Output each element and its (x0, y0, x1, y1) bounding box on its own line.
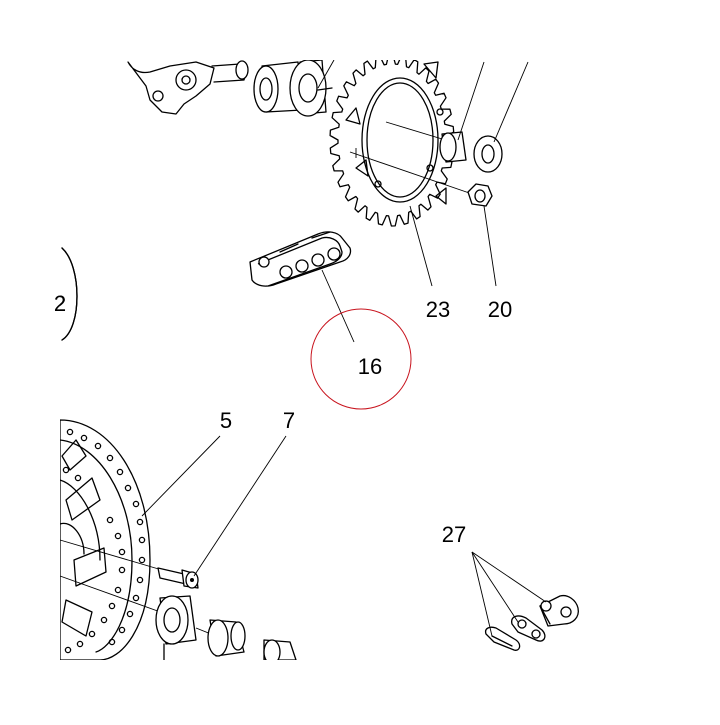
washer-part (473, 135, 503, 173)
disc-hole (108, 602, 116, 610)
nut-part (467, 183, 493, 207)
brake-disc-holes (62, 428, 146, 654)
bolt-part (157, 567, 199, 589)
leader-line (493, 61, 529, 143)
disc-hole (114, 586, 122, 594)
disc-hole (106, 454, 114, 462)
disc-hole (88, 630, 96, 638)
leader-line-16 (321, 269, 355, 343)
callout-label-5: 5 (220, 408, 232, 433)
leader-line-5 (141, 435, 221, 517)
disc-hole (64, 646, 72, 654)
brake-disc-part (59, 419, 151, 661)
assembly-axis-line (59, 539, 163, 571)
leader-line-27 (471, 551, 493, 637)
callout-label-23: 23 (426, 297, 450, 322)
disc-hole (138, 556, 146, 564)
disc-hole (136, 576, 144, 584)
spacer-part (439, 131, 467, 163)
page-bottom-margin (0, 660, 720, 720)
partial-callout-circle-edge (61, 247, 78, 341)
leader-line-27 (471, 551, 519, 623)
leader-line-23 (409, 205, 433, 287)
disc-hole (80, 434, 88, 442)
master-link-part (539, 594, 579, 627)
master-link-part (484, 626, 521, 651)
disc-hole (136, 518, 144, 526)
partial-callout-label-edge: 2 (54, 291, 66, 316)
bearing-part (289, 59, 333, 117)
leader-line-27 (471, 551, 547, 603)
disc-hole (124, 484, 132, 492)
disc-hole (94, 442, 102, 450)
highlight-circle (310, 308, 412, 410)
page-top-margin (0, 0, 720, 60)
leader-line (317, 59, 335, 89)
disc-hole (76, 640, 84, 648)
chain-segment-part (249, 231, 352, 287)
bearing-part (263, 639, 297, 665)
disc-hole (74, 474, 82, 482)
leader-line-20 (483, 205, 497, 287)
disc-hole (118, 548, 126, 556)
callout-label-7: 7 (283, 408, 295, 433)
assembly-axis-line (59, 575, 167, 615)
spacer-part (155, 595, 197, 661)
disc-hole (62, 466, 70, 474)
disc-hole (126, 610, 134, 618)
leader-line (457, 61, 485, 141)
leader-line-7 (193, 435, 287, 577)
callout-label-27: 27 (442, 522, 466, 547)
page-left-margin (0, 0, 60, 720)
disc-hole (108, 638, 116, 646)
disc-hole (132, 500, 140, 508)
disc-hole (118, 626, 126, 634)
disc-hole (116, 468, 124, 476)
callout-label-20: 20 (488, 297, 512, 322)
spacer-part (207, 619, 246, 657)
disc-hole (100, 616, 108, 624)
disc-hole (138, 536, 146, 544)
disc-hole (114, 532, 122, 540)
disc-hole (132, 594, 140, 602)
callout-label-16: 16 (358, 354, 382, 379)
disc-hole (118, 566, 126, 574)
assembly-axis-line (349, 151, 479, 197)
master-link-part (511, 615, 546, 642)
wheel-hub-part (127, 60, 249, 115)
disc-hole (106, 516, 114, 524)
sprocket-part (329, 53, 455, 227)
disc-hole (66, 428, 74, 436)
